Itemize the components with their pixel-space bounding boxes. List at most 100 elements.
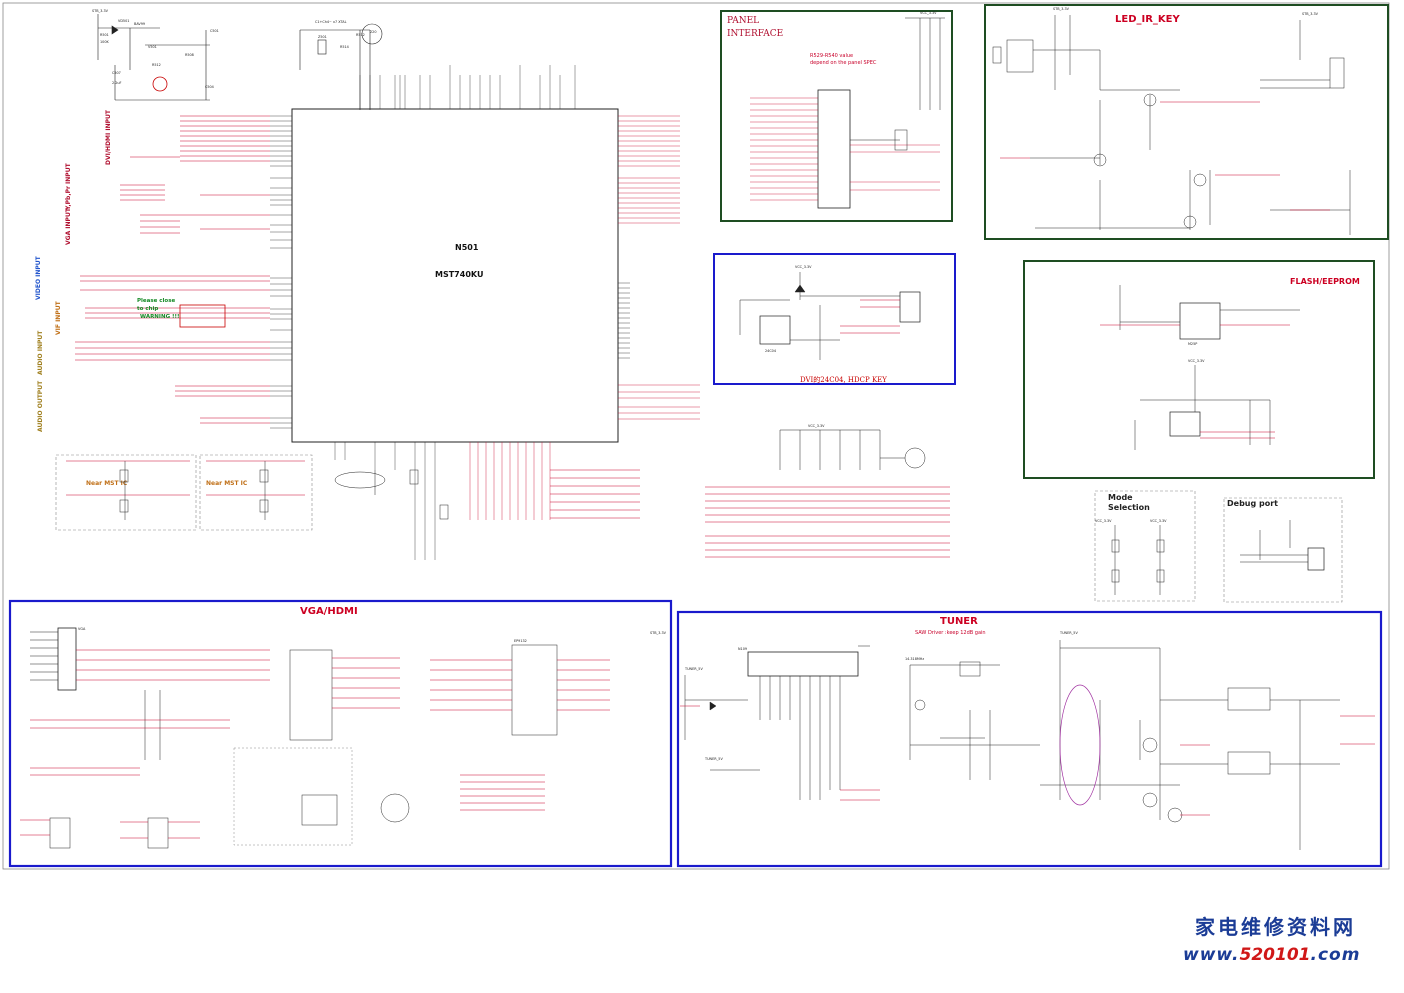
vga-hdmi-box	[8, 599, 673, 868]
eeprom2-chip	[1169, 411, 1201, 437]
svg-text:STB_3.3V: STB_3.3V	[1302, 12, 1319, 16]
please-close-note: Please close	[137, 298, 175, 304]
audio-input-label: AUDIO INPUT	[37, 330, 44, 375]
svg-text:to chip: to chip	[137, 306, 158, 312]
tuner-module	[747, 651, 859, 677]
svg-text:VD501: VD501	[118, 19, 129, 23]
svg-text:C1+Ch4~ x7 XTAL: C1+Ch4~ x7 XTAL	[315, 20, 347, 24]
led-ir-key-title: LED_IR_KEY	[1115, 14, 1181, 25]
flash-eeprom-title: FLASH/EEPROM	[1290, 277, 1360, 286]
tuner-box	[676, 610, 1383, 868]
svg-text:VCC_3.3V: VCC_3.3V	[808, 424, 825, 428]
panel-interface-title: PANEL	[727, 16, 759, 26]
svg-text:TUNER_5V: TUNER_5V	[684, 667, 703, 671]
vga-connector	[57, 627, 77, 691]
left-input-wires	[75, 115, 270, 424]
chip-right-pins	[618, 115, 700, 420]
svg-text:R501: R501	[100, 33, 109, 37]
svg-text:VCC_3.3V: VCC_3.3V	[1188, 359, 1205, 363]
svg-text:VCC_3.3V: VCC_3.3V	[795, 265, 812, 269]
flash-eeprom-box	[1023, 260, 1375, 479]
debug-port-box	[1223, 497, 1343, 603]
tuner-ellipse-mark	[1059, 684, 1101, 806]
warning-box	[179, 304, 226, 328]
hdmi-receiver-chip	[511, 644, 558, 736]
reset-circuit	[97, 14, 210, 101]
hdcp-key-title: DVI的24C04, HDCP KEY	[800, 375, 887, 384]
svg-text:TUNER_5V: TUNER_5V	[1059, 631, 1078, 635]
video-input-label: VIDEO INPUT	[35, 255, 42, 300]
svg-text:M25P: M25P	[1188, 342, 1197, 346]
svg-text:depend on the panel SPEC: depend on the panel SPEC	[810, 60, 877, 66]
svg-text:VCC_3.3V: VCC_3.3V	[1150, 519, 1167, 523]
vga-hdmi-title: VGA/HDMI	[300, 606, 358, 617]
led-ir-key-box	[984, 4, 1389, 240]
tuner-title: TUNER	[940, 616, 978, 627]
svg-text:C504: C504	[205, 85, 214, 89]
svg-text:Selection: Selection	[1108, 503, 1150, 512]
chip-right-pins-black	[618, 282, 630, 359]
debug-port-title: Debug port	[1227, 499, 1278, 508]
eeprom-chip	[759, 315, 791, 345]
svg-text:V501: V501	[148, 45, 157, 49]
svg-text:INTERFACE: INTERFACE	[727, 29, 783, 39]
ddc-connector	[899, 291, 921, 323]
saw-filter-2	[1227, 751, 1271, 775]
main-chip-body	[291, 108, 619, 443]
hdcp-key-box	[713, 253, 956, 385]
hdmi-switch-chip	[289, 649, 333, 741]
svg-text:EP9132: EP9132	[514, 639, 527, 643]
svg-text:R508: R508	[185, 53, 194, 57]
svg-text:STB_3.3V: STB_3.3V	[1053, 7, 1070, 11]
svg-text:STB_3.3V: STB_3.3V	[650, 631, 667, 635]
svg-text:24C04: 24C04	[765, 349, 776, 353]
mode-selection-title: Mode	[1108, 493, 1133, 502]
flash-chip	[1179, 302, 1221, 340]
sheet-border	[2, 2, 1390, 870]
chip-left-pins	[270, 115, 292, 429]
svg-text:Z501: Z501	[318, 35, 327, 39]
svg-text:Near MST IC: Near MST IC	[206, 480, 248, 487]
svg-text:N109: N109	[738, 647, 747, 651]
svg-text:R512: R512	[152, 63, 161, 67]
svg-text:R529-R540 value: R529-R540 value	[810, 53, 853, 59]
svg-text:Near MST IC: Near MST IC	[86, 480, 128, 487]
hdmi-detect-box	[233, 747, 353, 846]
watermark-url: www.520101.com	[1183, 945, 1360, 965]
svg-text:R514: R514	[340, 45, 349, 49]
mode-selection-box	[1094, 490, 1196, 602]
ypbpr-input-label: Y,Pb,Pr INPUT	[65, 162, 72, 211]
watermark-chinese: 家电维修资料网	[1195, 915, 1356, 939]
near-mst-box-right	[199, 454, 313, 531]
near-mst-box-left	[55, 454, 197, 531]
crystal-circuit	[299, 23, 383, 110]
svg-text:VCC_3.3V: VCC_3.3V	[1095, 519, 1112, 523]
main-chip-part: MST740KU	[435, 270, 483, 279]
dvi-hdmi-input-label: DVI/HDMI INPUT	[105, 109, 112, 165]
debug-connector	[1307, 547, 1325, 571]
chip-top-pins	[359, 65, 576, 109]
panel-interface-box	[720, 10, 953, 222]
chip-bottom-pins-black	[334, 442, 436, 560]
panel-connector	[817, 89, 851, 209]
svg-text:VGA: VGA	[78, 627, 86, 631]
main-chip-ref: N501	[455, 243, 479, 252]
svg-text:BAV99: BAV99	[134, 22, 145, 26]
vif-input-label: VIF INPUT	[55, 300, 62, 335]
saw-filter-1	[1227, 687, 1271, 711]
svg-text:2.2uF: 2.2uF	[112, 81, 122, 85]
chip-bottom-pins	[469, 442, 551, 520]
audio-output-label: AUDIO OUTPUT	[37, 380, 44, 432]
svg-text:STB_3.3V: STB_3.3V	[92, 9, 109, 13]
svg-text:C501: C501	[210, 29, 219, 33]
svg-text:R512: R512	[356, 33, 365, 37]
svg-text:100K: 100K	[100, 40, 109, 44]
svg-text:C507: C507	[112, 71, 121, 75]
vga-input-label: VGA INPUT	[65, 207, 72, 245]
tuner-subtitle: SAW Driver :keep 12dB gain	[915, 630, 986, 636]
svg-text:14.318MHz: 14.318MHz	[905, 657, 924, 661]
svg-text:220: 220	[370, 30, 376, 34]
svg-text:WARNING !!!: WARNING !!!	[140, 314, 180, 320]
svg-text:VCC_3.3V: VCC_3.3V	[920, 11, 937, 15]
